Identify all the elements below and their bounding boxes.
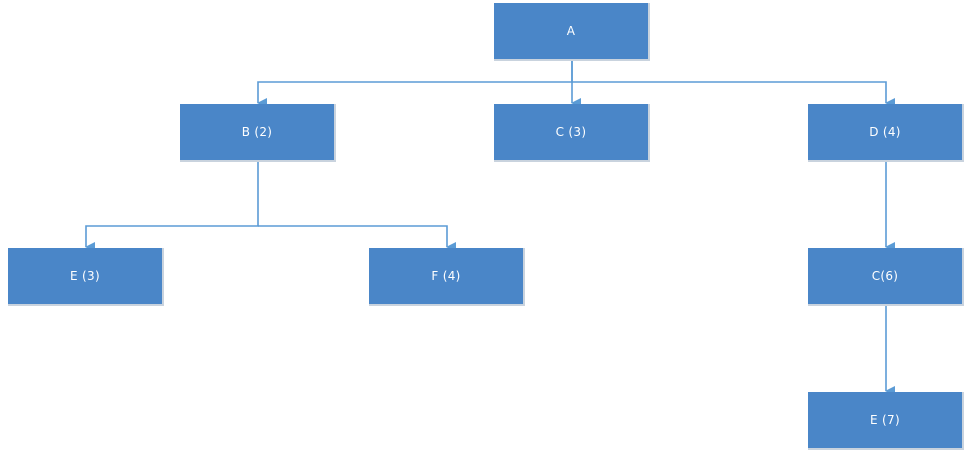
connector-b-to-e xyxy=(85,162,259,252)
node-b-label: B (2) xyxy=(241,125,273,139)
node-a-label: A xyxy=(566,24,576,38)
node-c-label: C (3) xyxy=(555,125,587,139)
connector-b-to-f xyxy=(258,225,456,252)
node-e-3: E (3) xyxy=(8,248,164,306)
node-e-3-label: E (3) xyxy=(70,269,100,283)
node-d: D (4) xyxy=(808,104,964,162)
node-c-6-label: C(6) xyxy=(871,269,899,283)
node-c-6: C(6) xyxy=(808,248,964,306)
node-f: F (4) xyxy=(369,248,525,306)
connector-a-to-d xyxy=(572,81,895,108)
node-e-7: E (7) xyxy=(808,392,964,450)
node-f-label: F (4) xyxy=(431,269,461,283)
connector-a-to-b xyxy=(257,61,573,108)
node-b: B (2) xyxy=(180,104,336,162)
node-d-label: D (4) xyxy=(869,125,901,139)
node-a: A xyxy=(494,3,650,61)
node-c: C (3) xyxy=(494,104,650,162)
node-e-7-label: E (7) xyxy=(870,413,900,427)
